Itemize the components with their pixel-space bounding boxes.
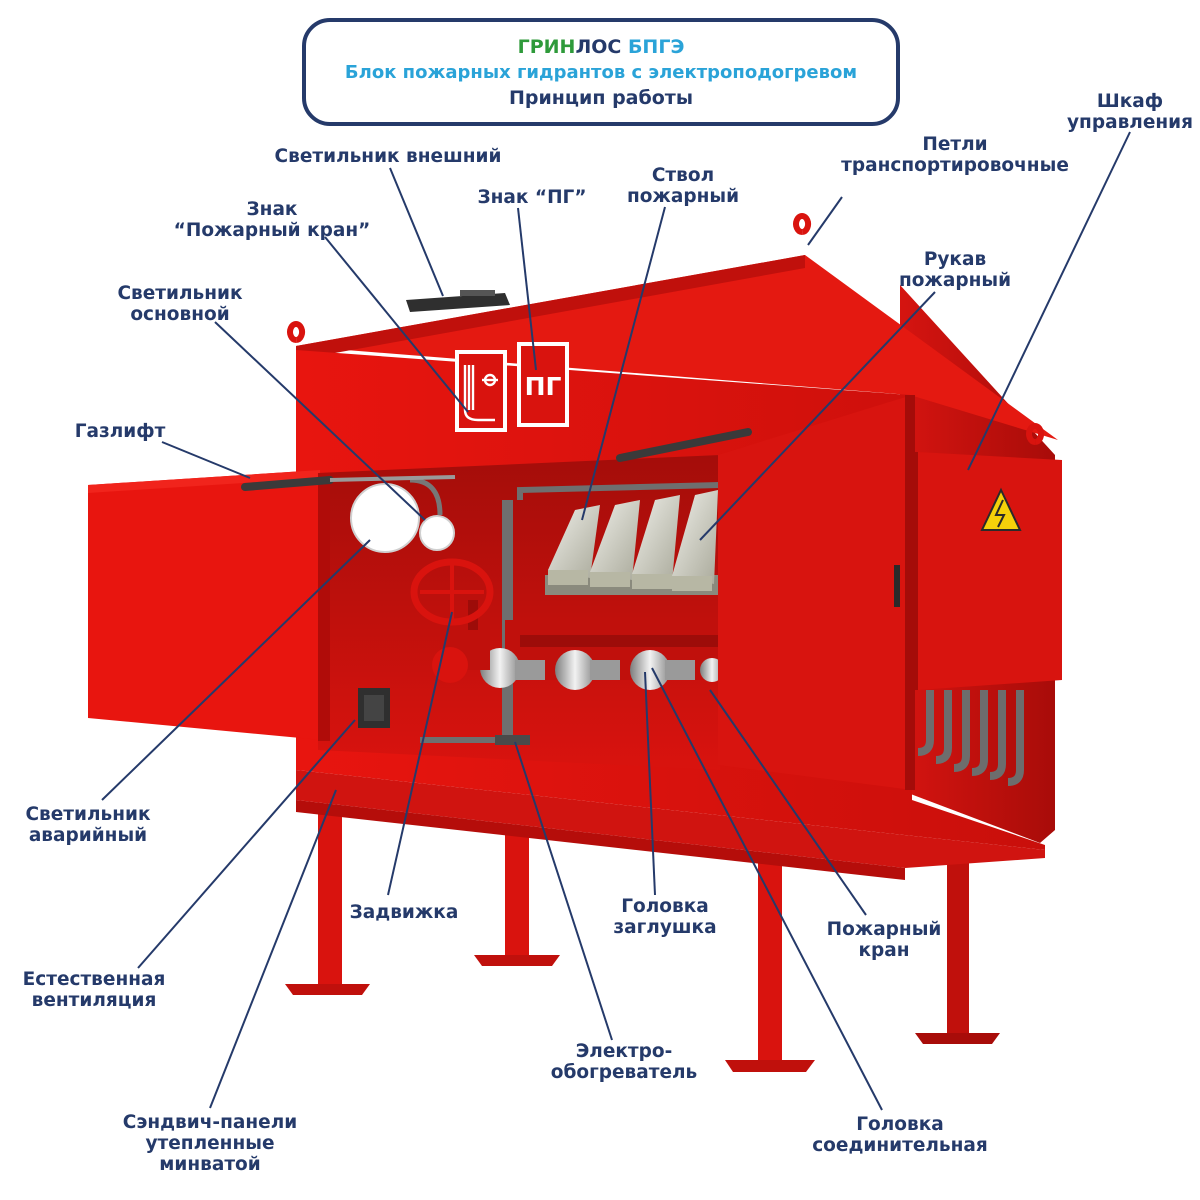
- label-connector-head-2: соединительная: [812, 1135, 988, 1156]
- label-sandwich-3: минватой: [159, 1154, 260, 1175]
- leader-nozzle: [581, 206, 666, 521]
- label-fire-valve-2: кран: [858, 940, 909, 961]
- label-light-external: Светильник внешний: [275, 146, 502, 167]
- label-light-main-1: Светильник: [117, 283, 243, 304]
- label-light-main-2: основной: [130, 304, 229, 325]
- leader-sign-fire-crane: [324, 236, 469, 413]
- hydrant-manifold: [480, 620, 724, 690]
- title-subtitle: Блок пожарных гидрантов с электроподогре…: [344, 62, 858, 83]
- hose-nozzles: [548, 490, 718, 591]
- label-light-emergency-2: аварийный: [29, 825, 147, 846]
- label-lifting-loops-2: транспортировочные: [841, 155, 1069, 176]
- electric-heater: [495, 735, 530, 745]
- label-ventilation-1: Естественная: [23, 969, 166, 990]
- leader-sandwich: [209, 789, 337, 1109]
- lifting-loops: [287, 213, 1044, 445]
- label-sign-fire-crane-1: Знак: [247, 199, 298, 220]
- hose-reel-icon: [463, 365, 498, 422]
- leader-lines: [101, 131, 1131, 1111]
- leader-control-cabinet: [967, 131, 1131, 471]
- label-nozzle-2: пожарный: [627, 186, 739, 207]
- brand-dark: ЛОС: [575, 36, 622, 58]
- leader-light-external: [389, 167, 444, 297]
- sign-pg: ПГ: [517, 342, 569, 427]
- label-fire-valve-1: Пожарный: [827, 919, 942, 940]
- label-hose-1: Рукав: [924, 249, 986, 270]
- sign-pg-text: ПГ: [525, 372, 562, 401]
- title-brand: ГРИНЛОС БПГЭ: [306, 36, 896, 58]
- label-gate-valve: Задвижка: [350, 902, 459, 923]
- label-nozzle-1: Ствол: [652, 165, 714, 186]
- label-sandwich-1: Сэндвич-панели: [123, 1112, 297, 1133]
- label-sandwich-2: утепленные: [145, 1133, 274, 1154]
- control-cabinet: [910, 452, 1062, 786]
- label-lifting-loops-1: Петли: [922, 134, 987, 155]
- label-cap-head-1: Головка: [621, 896, 709, 917]
- brand-code: БПГЭ: [627, 36, 685, 58]
- label-hose-2: пожарный: [899, 270, 1011, 291]
- external-light: [406, 290, 510, 312]
- support-legs: [285, 812, 1000, 1072]
- label-control-cabinet-2: управления: [1067, 112, 1193, 133]
- cable-conduits: [917, 690, 1024, 786]
- label-heater-1: Электро-: [576, 1041, 673, 1062]
- leader-connector-head: [651, 667, 883, 1111]
- leader-light-main: [214, 321, 426, 521]
- title-box: ГРИНЛОС БПГЭ Блок пожарных гидрантов с э…: [302, 18, 900, 126]
- handwheel: [410, 558, 494, 626]
- label-heater-2: обогреватель: [551, 1062, 698, 1083]
- label-light-emergency-1: Светильник: [25, 804, 151, 825]
- leader-gas-lift: [161, 441, 251, 479]
- leader-sign-pg: [517, 207, 537, 371]
- leader-light-emergency: [101, 539, 371, 801]
- left-door: [88, 470, 322, 740]
- leader-gate-valve: [387, 611, 453, 896]
- warning-icon: [980, 487, 1022, 531]
- roof: [296, 255, 1058, 440]
- main-light: [350, 483, 420, 553]
- leader-lifting-loops: [807, 196, 843, 246]
- leader-heater: [514, 741, 613, 1041]
- hose-rack: [545, 490, 720, 595]
- right-door: [718, 395, 912, 790]
- label-sign-pg: Знак “ПГ”: [478, 187, 587, 208]
- label-control-cabinet-1: Шкаф: [1097, 91, 1163, 112]
- title-caption: Принцип работы: [508, 87, 694, 109]
- leader-cap-head: [644, 671, 656, 896]
- leader-ventilation: [137, 719, 356, 969]
- label-gas-lift: Газлифт: [75, 421, 166, 442]
- leader-fire-valve: [709, 689, 867, 916]
- brand-green: ГРИН: [517, 36, 576, 58]
- sign-fire-crane: [455, 350, 507, 432]
- label-cap-head-2: заглушка: [613, 917, 716, 938]
- label-sign-fire-crane-2: “Пожарный кран”: [174, 220, 371, 241]
- leader-hose: [699, 291, 936, 541]
- gate-valve: [410, 558, 494, 683]
- gas-lift: [241, 428, 752, 491]
- callout-labels: Светильник внешний Знак “Пожарный кран” …: [23, 91, 1193, 1175]
- label-connector-head-1: Головка: [856, 1114, 944, 1135]
- label-ventilation-2: вентиляция: [32, 990, 157, 1011]
